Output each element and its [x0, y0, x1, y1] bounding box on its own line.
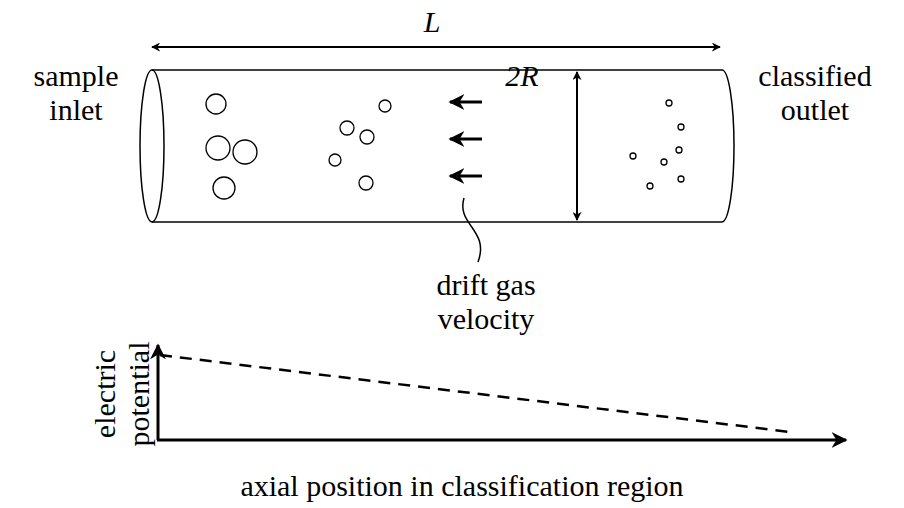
axes	[157, 345, 846, 440]
dimension-label: L	[402, 5, 462, 39]
leader-line	[463, 198, 481, 262]
outlet-label: classified outlet	[740, 59, 890, 127]
diameter-dimension	[576, 72, 578, 220]
flow-arrows	[450, 102, 482, 176]
axis-title: axial position in classification region	[142, 469, 782, 503]
drift-tube	[140, 70, 734, 222]
inlet-label: sample inlet	[21, 59, 131, 127]
potential-line	[160, 355, 790, 432]
dimension-label: 2R	[492, 59, 552, 93]
length-dimension	[152, 46, 720, 48]
flow-label: drift gas velocity	[406, 268, 566, 336]
axis-title: electric potential	[88, 324, 156, 464]
particles	[206, 94, 684, 199]
